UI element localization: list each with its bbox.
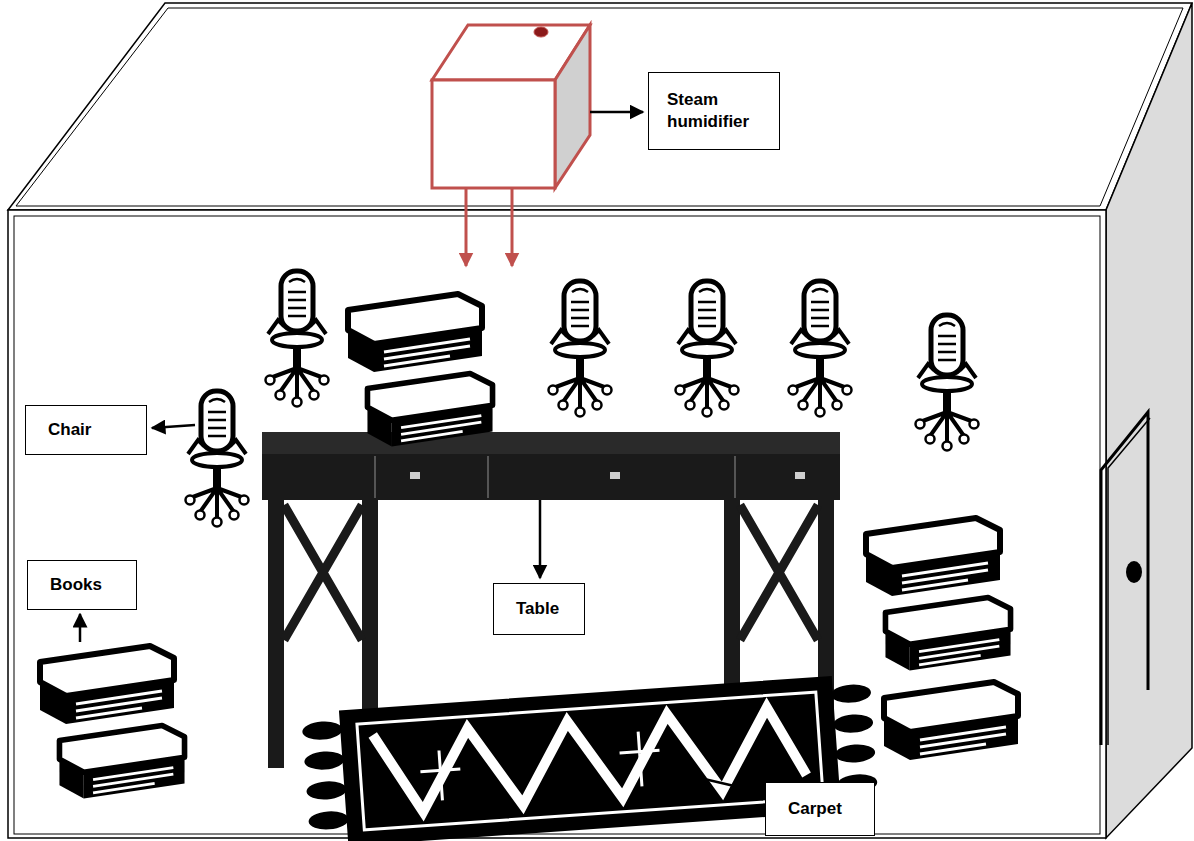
- label-box: Table: [493, 583, 585, 635]
- label-text: Books: [50, 574, 114, 596]
- label-text: Chair: [48, 419, 124, 441]
- carpet-illustration: [301, 675, 879, 841]
- label-text: Carpet: [788, 798, 852, 820]
- label-text: Steam humidifier: [667, 89, 761, 133]
- chair-icons: [186, 271, 979, 527]
- label-box: Steam humidifier: [648, 72, 780, 150]
- humidifier-illustration: [432, 25, 590, 266]
- book-stacks: [40, 294, 1018, 798]
- label-box: Chair: [25, 405, 147, 455]
- label-box: Books: [27, 560, 137, 610]
- leader-arrows: [80, 112, 760, 792]
- label-box: Carpet: [765, 782, 875, 836]
- label-text: Table: [516, 598, 562, 620]
